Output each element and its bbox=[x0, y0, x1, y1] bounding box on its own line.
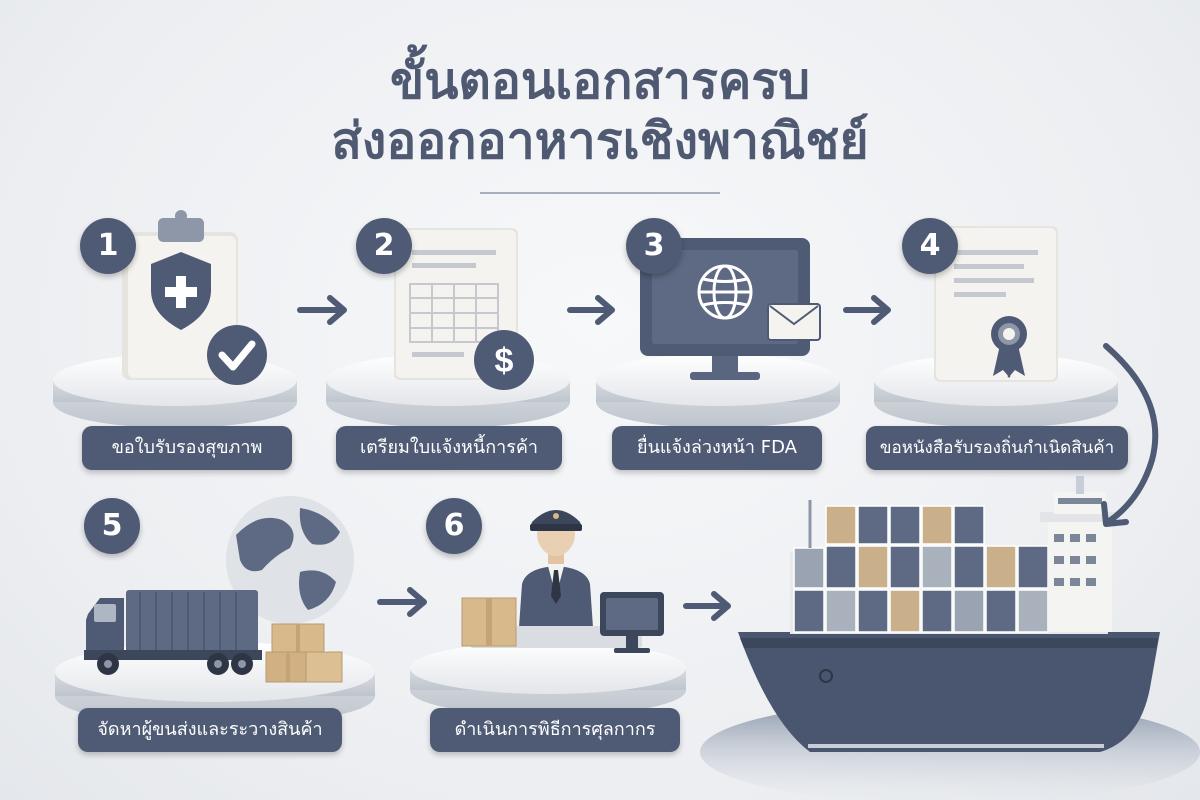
step-1-number-badge: 1 bbox=[80, 218, 136, 274]
health-certificate-icon bbox=[122, 210, 267, 385]
step-3-label: ยื่นแจ้งล่วงหน้า FDA bbox=[612, 426, 822, 470]
step-4-number-badge: 4 bbox=[902, 218, 958, 274]
arrow-2-to-3 bbox=[567, 295, 615, 325]
truck-globe-icon bbox=[84, 496, 354, 683]
step-5-number-badge: 5 bbox=[84, 498, 140, 554]
pedestal-6 bbox=[410, 642, 686, 716]
arrow-4-to-ship bbox=[1101, 343, 1159, 527]
page-title-line-1: ขั้นตอนเอกสารครบ bbox=[390, 52, 810, 110]
arrow-3-to-4 bbox=[843, 295, 891, 325]
step-6-label: ดำเนินการพิธีการศุลกากร bbox=[430, 708, 680, 752]
arrow-5-to-6 bbox=[377, 587, 427, 617]
step-1-label: ขอใบรับรองสุขภาพ bbox=[82, 426, 292, 470]
pedestal-3 bbox=[596, 354, 840, 428]
step-4-label: ขอหนังสือรับรองถิ่นกำเนิดสินค้า bbox=[866, 426, 1128, 470]
page-title-line-2: ส่งออกอาหารเชิงพาณิชย์ bbox=[331, 112, 869, 170]
step-3-number-badge: 3 bbox=[626, 218, 682, 274]
title-divider bbox=[480, 192, 720, 194]
certificate-of-origin-icon bbox=[934, 226, 1058, 382]
step-2-label: เตรียมใบแจ้งหนี้การค้า bbox=[336, 426, 562, 470]
customs-officer-icon bbox=[461, 510, 664, 653]
online-submission-icon bbox=[640, 238, 821, 380]
cargo-ship-icon bbox=[700, 476, 1200, 800]
arrow-6-to-ship bbox=[683, 591, 731, 621]
svg-text:$: $ bbox=[495, 342, 514, 380]
step-6-number-badge: 6 bbox=[426, 498, 482, 554]
arrow-1-to-2 bbox=[297, 295, 347, 325]
step-2-number-badge: 2 bbox=[356, 218, 412, 274]
step-5-label: จัดหาผู้ขนส่งและระวางสินค้า bbox=[78, 708, 342, 752]
invoice-icon: $ bbox=[394, 228, 534, 390]
